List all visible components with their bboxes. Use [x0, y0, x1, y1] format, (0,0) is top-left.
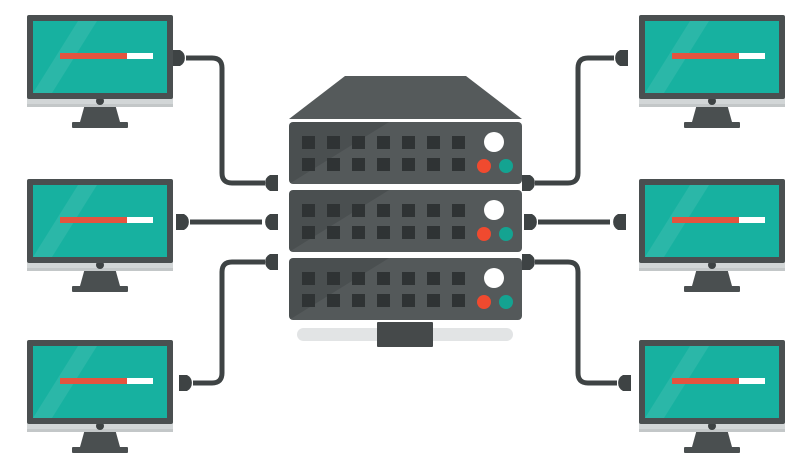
status-led-icon: [499, 227, 513, 241]
monitor-left-middle[interactable]: [27, 179, 173, 292]
monitor-base: [684, 122, 740, 128]
monitor-right-top[interactable]: [639, 15, 785, 128]
progress-bar-fill: [672, 217, 739, 223]
cable-path: [193, 259, 265, 386]
server-unit-1[interactable]: [289, 122, 522, 184]
monitor-neck: [80, 104, 120, 122]
cable-path: [535, 259, 617, 386]
server-top-panel: [289, 76, 522, 119]
monitor-chin-shadow: [639, 104, 785, 107]
alert-led-icon: [477, 159, 491, 173]
monitor-left-bottom[interactable]: [27, 340, 173, 453]
cable-right-bottom: [522, 254, 631, 391]
monitor-chin-shadow: [27, 268, 173, 271]
progress-bar-fill: [672, 53, 739, 59]
cable-group: [172, 50, 631, 391]
cable-left-top: [172, 50, 278, 191]
progress-bar-fill: [672, 378, 739, 384]
progress-bar-fill: [60, 217, 127, 223]
monitor-neck: [692, 429, 732, 447]
monitor-base: [72, 447, 128, 453]
monitor-chin-shadow: [639, 268, 785, 271]
cable-path: [535, 55, 614, 186]
monitor-base: [72, 286, 128, 292]
plug-icon: [265, 214, 278, 230]
cable-path: [186, 55, 265, 186]
monitor-neck: [80, 268, 120, 286]
monitor-neck: [692, 104, 732, 122]
cable-right-middle: [524, 214, 626, 230]
power-led-icon: [484, 132, 504, 152]
plug-icon: [172, 50, 185, 66]
progress-bar-track: [739, 378, 765, 384]
cable-left-middle: [176, 214, 278, 230]
monitor-right-middle[interactable]: [639, 179, 785, 292]
server-rack[interactable]: [289, 76, 522, 320]
status-led-icon: [499, 295, 513, 309]
power-led-icon: [484, 200, 504, 220]
progress-bar-track: [127, 53, 153, 59]
plug-icon: [524, 214, 537, 230]
server-vent-grid: [302, 136, 465, 171]
plug-icon: [613, 214, 626, 230]
plug-icon: [265, 175, 278, 191]
monitor-chin-shadow: [27, 104, 173, 107]
plug-icon: [522, 254, 535, 270]
progress-bar-track: [127, 217, 153, 223]
plug-icon: [615, 50, 628, 66]
alert-led-icon: [477, 227, 491, 241]
monitor-neck: [692, 268, 732, 286]
cable-left-bottom: [179, 254, 278, 391]
plug-icon: [265, 254, 278, 270]
cable-right-top: [522, 50, 628, 191]
server-unit-3[interactable]: [289, 258, 522, 320]
plug-icon: [618, 375, 631, 391]
server-unit-2[interactable]: [289, 190, 522, 252]
progress-bar-fill: [60, 378, 127, 384]
plug-icon: [179, 375, 192, 391]
server-stand: [297, 322, 513, 347]
plug-icon: [522, 175, 535, 191]
monitor-chin-shadow: [27, 429, 173, 432]
progress-bar-track: [739, 53, 765, 59]
server-stand-block: [377, 322, 433, 347]
monitor-neck: [80, 429, 120, 447]
progress-bar-track: [739, 217, 765, 223]
monitor-right-bottom[interactable]: [639, 340, 785, 453]
monitor-base: [72, 122, 128, 128]
status-led-icon: [499, 159, 513, 173]
server-vent-grid: [302, 272, 465, 307]
alert-led-icon: [477, 295, 491, 309]
progress-bar-track: [127, 378, 153, 384]
monitor-chin-shadow: [639, 429, 785, 432]
power-led-icon: [484, 268, 504, 288]
monitor-base: [684, 286, 740, 292]
progress-bar-fill: [60, 53, 127, 59]
monitor-left-top[interactable]: [27, 15, 173, 128]
server-vent-grid: [302, 204, 465, 239]
monitor-base: [684, 447, 740, 453]
plug-icon: [176, 214, 189, 230]
